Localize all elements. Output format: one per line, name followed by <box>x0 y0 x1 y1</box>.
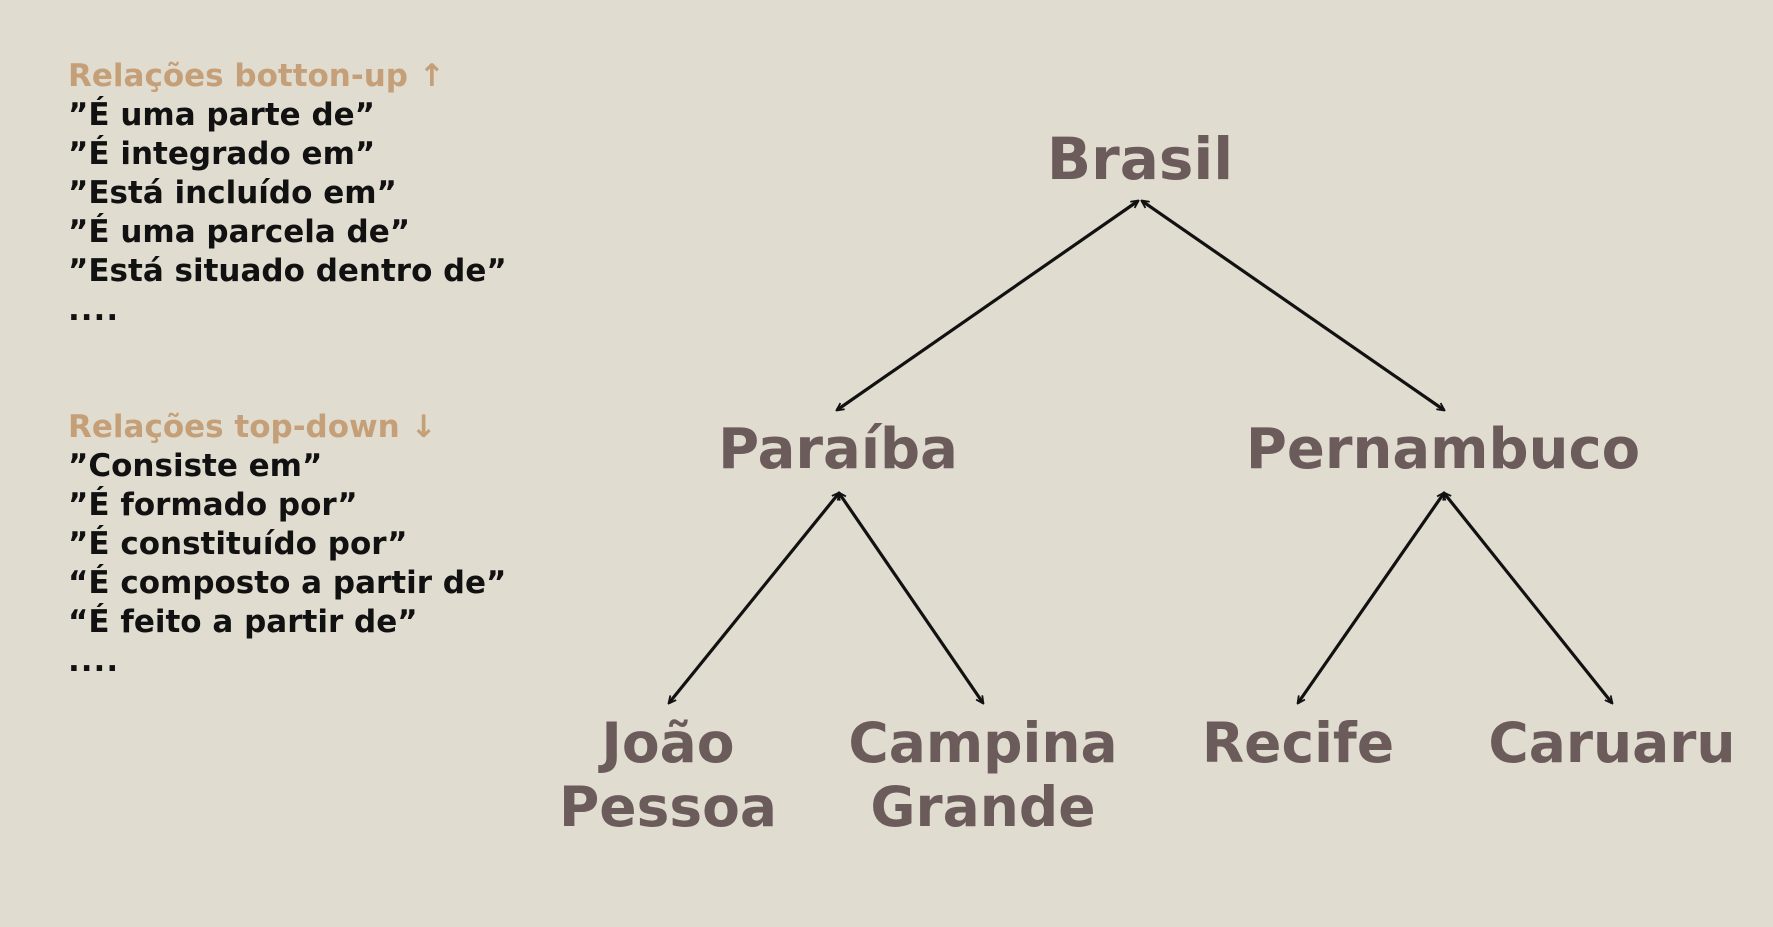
legend-bottom-up-item: ”Está situado dentro de” <box>68 253 507 289</box>
legend-top-down-item: ”Consiste em” <box>68 448 323 484</box>
legend-top-down-item: ”É constituído por” <box>68 526 408 562</box>
edge-brasil-paraiba <box>837 201 1138 410</box>
legend-top-down-item: “É composto a partir de” <box>68 565 507 601</box>
node-campina-grande-line-1: Campina <box>848 711 1118 775</box>
node-joao-pessoa: João Pessoa <box>559 711 777 839</box>
legend-bottom-up-heading: Relações botton-up ↑ <box>68 58 445 94</box>
node-caruaru-label: Caruaru <box>1488 711 1736 775</box>
node-pernambuco-label: Pernambuco <box>1245 417 1641 482</box>
edge-pernambuco-caruaru <box>1444 493 1612 703</box>
node-pernambuco: Pernambuco <box>1246 418 1640 482</box>
edge-brasil-pernambuco <box>1142 201 1444 410</box>
legend-bottom-up: Relações botton-up ↑ ”É uma parte de” ”É… <box>68 57 588 330</box>
edge-paraiba-campina-grande <box>839 493 983 703</box>
legend-bottom-up-item: ”É integrado em” <box>68 136 376 172</box>
legend-top-down: Relações top-down ↓ ”Consiste em” ”É for… <box>68 408 588 681</box>
node-recife: Recife <box>1202 711 1394 775</box>
legend-top-down-heading: Relações top-down ↓ <box>68 409 437 445</box>
node-brasil-label: Brasil <box>1046 125 1234 193</box>
legend-bottom-up-item: ”Está incluído em” <box>68 175 397 211</box>
edge-pernambuco-recife <box>1298 493 1444 703</box>
node-joao-pessoa-line-2: Pessoa <box>559 775 777 839</box>
node-paraiba: Paraíba <box>718 418 958 482</box>
legend-bottom-up-item: ”É uma parte de” <box>68 97 376 133</box>
legend-top-down-item: “É feito a partir de” <box>68 604 418 640</box>
node-caruaru: Caruaru <box>1488 711 1735 775</box>
node-paraiba-label: Paraíba <box>718 417 958 482</box>
legend-top-down-item: ”É formado por” <box>68 487 358 523</box>
node-joao-pessoa-line-1: João <box>601 711 735 775</box>
edge-paraiba-joao-pessoa <box>669 493 839 703</box>
node-campina-grande: Campina Grande <box>848 711 1117 839</box>
legend-top-down-ellipsis: .... <box>68 643 120 679</box>
node-recife-label: Recife <box>1201 711 1395 775</box>
node-brasil: Brasil <box>1047 126 1233 192</box>
node-campina-grande-line-2: Grande <box>870 775 1096 839</box>
legend-bottom-up-item: ”É uma parcela de” <box>68 214 411 250</box>
legend-bottom-up-ellipsis: .... <box>68 292 120 328</box>
